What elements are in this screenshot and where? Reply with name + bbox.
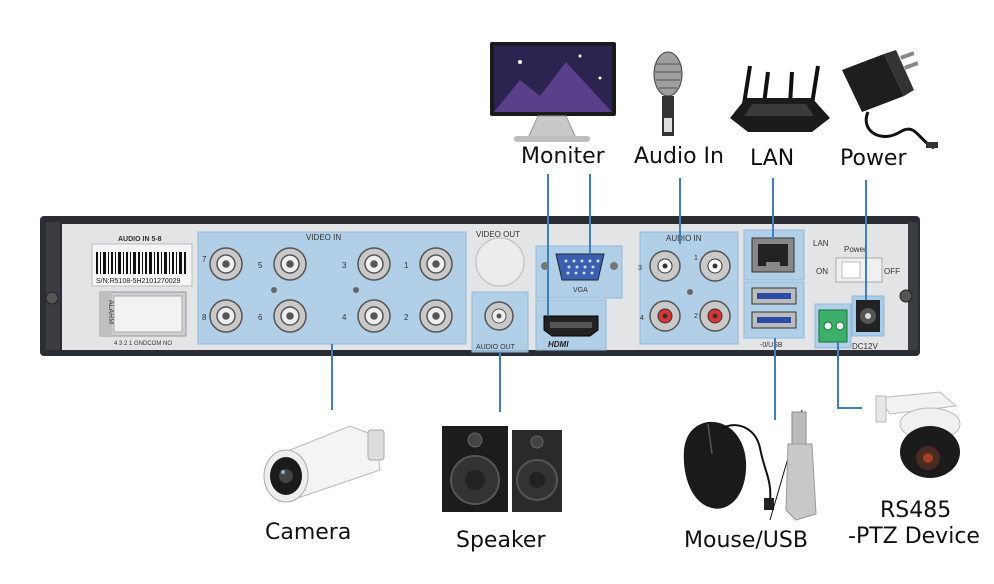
serial-number-text: S/N:R5108-5H2101270029 bbox=[96, 278, 181, 285]
label-ptz-device: -PTZ Device bbox=[848, 524, 980, 549]
audio-ch-label-2: 2 bbox=[694, 313, 698, 320]
power-switch bbox=[835, 257, 883, 283]
vga-label: VGA bbox=[573, 287, 588, 294]
ptz-camera-icon bbox=[875, 391, 961, 478]
hdmi-label: HDMI bbox=[548, 340, 569, 349]
label-camera: Camera bbox=[265, 520, 352, 545]
ch-label-6: 6 bbox=[258, 313, 263, 322]
ch-label-1: 1 bbox=[404, 261, 409, 270]
serial-sticker: S/N:R5108-5H2101270029 AUDIO IN 5-8 bbox=[91, 236, 193, 287]
on-label: ON bbox=[816, 267, 828, 276]
camera-icon bbox=[263, 425, 385, 503]
video-in-connectors bbox=[209, 247, 453, 333]
monitor-icon bbox=[490, 42, 616, 142]
audio-out-port bbox=[484, 301, 514, 331]
ch-label-8: 8 bbox=[202, 313, 207, 322]
dc12v-label: DC12V bbox=[852, 342, 878, 351]
ch-label-7: 7 bbox=[202, 255, 207, 264]
microphone-icon bbox=[653, 51, 683, 136]
screw-left-icon bbox=[45, 291, 59, 305]
router-icon bbox=[730, 65, 830, 132]
ch-label-5: 5 bbox=[258, 261, 263, 270]
lan-port bbox=[751, 237, 795, 273]
video-in-label: VIDEO IN bbox=[306, 233, 341, 242]
power-adapter-icon bbox=[842, 50, 938, 150]
alarm-terminal: ALARM 4 3 2 1 GNDCOM NO bbox=[99, 291, 187, 347]
rs485-terminal bbox=[818, 309, 848, 343]
dc12v-jack bbox=[851, 295, 885, 337]
rca-connector-1 bbox=[699, 250, 731, 282]
bnc-connector-8 bbox=[209, 299, 243, 333]
ch-label-3: 3 bbox=[342, 261, 347, 270]
label-power: Power bbox=[840, 146, 907, 171]
bnc-connector-4 bbox=[357, 299, 391, 333]
label-rs485: RS485 bbox=[880, 498, 952, 523]
bnc-connector-5 bbox=[273, 247, 307, 281]
off-label: OFF bbox=[884, 267, 900, 276]
label-speaker: Speaker bbox=[456, 528, 546, 553]
usb-panel-label: -0/USB bbox=[760, 342, 783, 349]
power-panel-label: Power bbox=[844, 245, 867, 254]
bnc-connector-3 bbox=[357, 247, 391, 281]
hdmi-port bbox=[543, 315, 599, 337]
audio-out-label: AUDIO OUT bbox=[476, 344, 516, 351]
mouse-usb-icon bbox=[683, 409, 817, 521]
rca-connector-4 bbox=[649, 300, 681, 332]
alarm-pins-label: 4 3 2 1 GNDCOM NO bbox=[114, 341, 172, 347]
line-rs485 bbox=[837, 342, 862, 409]
audio-in-5-8-label: AUDIO IN 5-8 bbox=[118, 236, 162, 243]
ch-label-2: 2 bbox=[404, 313, 409, 322]
video-out-label: VIDEO OUT bbox=[476, 230, 520, 239]
screw-right-icon bbox=[899, 289, 913, 303]
bnc-connector-1 bbox=[419, 247, 453, 281]
bnc-connector-6 bbox=[273, 299, 307, 333]
audio-ch-label-4: 4 bbox=[640, 315, 644, 322]
audio-ch-label-1: 1 bbox=[694, 255, 698, 262]
label-mouse-usb: Mouse/USB bbox=[684, 528, 808, 553]
audio-in-panel-label: AUDIO IN bbox=[666, 234, 702, 243]
ch-label-4: 4 bbox=[342, 313, 347, 322]
lan-panel-label: LAN bbox=[813, 239, 829, 248]
label-lan: LAN bbox=[750, 146, 795, 171]
rca-connector-2 bbox=[699, 300, 731, 332]
bnc-connector-7 bbox=[209, 247, 243, 281]
audio-ch-label-3: 3 bbox=[638, 265, 642, 272]
rca-connector-3 bbox=[649, 250, 681, 282]
label-moniter: Moniter bbox=[521, 144, 605, 169]
audio-in-connectors bbox=[649, 250, 731, 332]
label-audio-in: Audio In bbox=[634, 144, 724, 169]
speaker-icon bbox=[442, 426, 562, 512]
alarm-label: ALARM bbox=[107, 300, 114, 324]
video-out-port bbox=[475, 237, 525, 287]
video-in-highlight bbox=[197, 231, 467, 345]
bnc-connector-2 bbox=[419, 299, 453, 333]
usb-ports bbox=[751, 287, 797, 329]
